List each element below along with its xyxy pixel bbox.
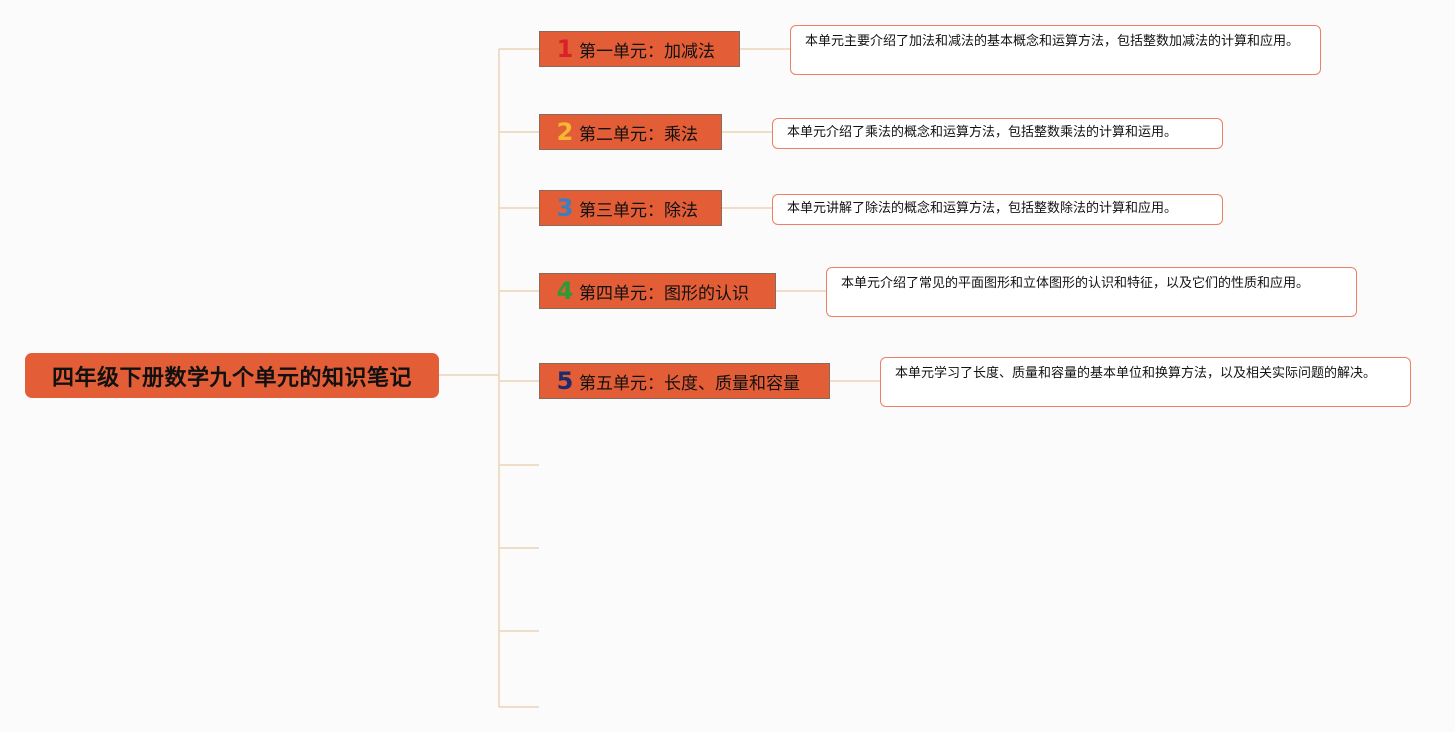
desc-text: 本单元主要介绍了加法和减法的基本概念和运算方法，包括整数加减法的计算和应用。 <box>805 34 1300 49</box>
number-1-icon: 1 <box>556 35 574 63</box>
unit-node-2[interactable]: 2 第二单元：乘法 <box>539 114 722 150</box>
unit-node-4[interactable]: 4 第四单元：图形的认识 <box>539 273 776 309</box>
desc-text: 本单元学习了长度、质量和容量的基本单位和换算方法，以及相关实际问题的解决。 <box>895 366 1377 381</box>
desc-node-1[interactable]: 本单元主要介绍了加法和减法的基本概念和运算方法，包括整数加减法的计算和应用。 <box>790 25 1321 75</box>
number-5-icon: 5 <box>556 367 574 395</box>
unit-label: 第二单元：乘法 <box>579 124 698 145</box>
root-node[interactable]: 四年级下册数学九个单元的知识笔记 <box>25 353 439 398</box>
desc-text: 本单元介绍了常见的平面图形和立体图形的认识和特征，以及它们的性质和应用。 <box>841 276 1310 291</box>
desc-node-3[interactable]: 本单元讲解了除法的概念和运算方法，包括整数除法的计算和应用。 <box>772 194 1223 225</box>
unit-label: 第五单元：长度、质量和容量 <box>579 373 800 394</box>
desc-text: 本单元讲解了除法的概念和运算方法，包括整数除法的计算和应用。 <box>787 201 1178 216</box>
unit-node-3[interactable]: 3 第三单元：除法 <box>539 190 722 226</box>
desc-node-4[interactable]: 本单元介绍了常见的平面图形和立体图形的认识和特征，以及它们的性质和应用。 <box>826 267 1357 317</box>
desc-text: 本单元介绍了乘法的概念和运算方法，包括整数乘法的计算和运用。 <box>787 125 1178 140</box>
desc-node-5[interactable]: 本单元学习了长度、质量和容量的基本单位和换算方法，以及相关实际问题的解决。 <box>880 357 1411 407</box>
unit-label: 第四单元：图形的认识 <box>579 283 749 304</box>
number-3-icon: 3 <box>556 194 574 222</box>
desc-node-2[interactable]: 本单元介绍了乘法的概念和运算方法，包括整数乘法的计算和运用。 <box>772 118 1223 149</box>
unit-label: 第一单元：加减法 <box>579 41 715 62</box>
unit-node-1[interactable]: 1 第一单元：加减法 <box>539 31 740 67</box>
number-4-icon: 4 <box>556 277 574 305</box>
unit-node-5[interactable]: 5 第五单元：长度、质量和容量 <box>539 363 830 399</box>
number-2-icon: 2 <box>556 118 574 146</box>
unit-label: 第三单元：除法 <box>579 200 698 221</box>
root-title: 四年级下册数学九个单元的知识笔记 <box>51 365 412 391</box>
